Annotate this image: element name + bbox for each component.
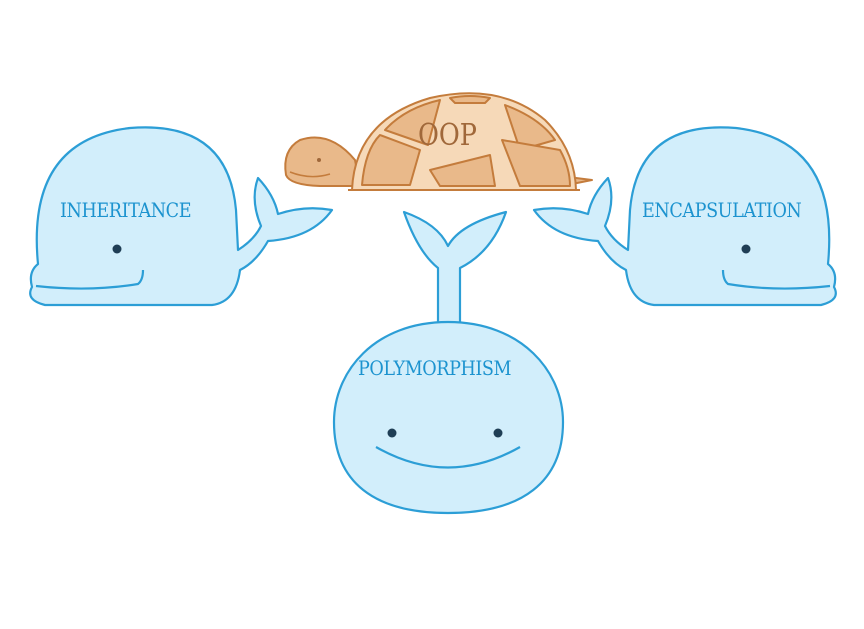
whale-encapsulation-icon: [532, 126, 837, 307]
whale-inheritance-icon: [29, 126, 334, 307]
concept-label-polymorphism: POLYMORPHISM: [358, 356, 512, 380]
center-label: OOP: [418, 118, 477, 153]
turtle-icon: [284, 92, 593, 191]
whale-polymorphism-icon: [332, 210, 565, 515]
concept-label-encapsulation: ENCAPSULATION: [642, 198, 802, 222]
concept-label-inheritance: INHERITANCE: [60, 198, 192, 222]
